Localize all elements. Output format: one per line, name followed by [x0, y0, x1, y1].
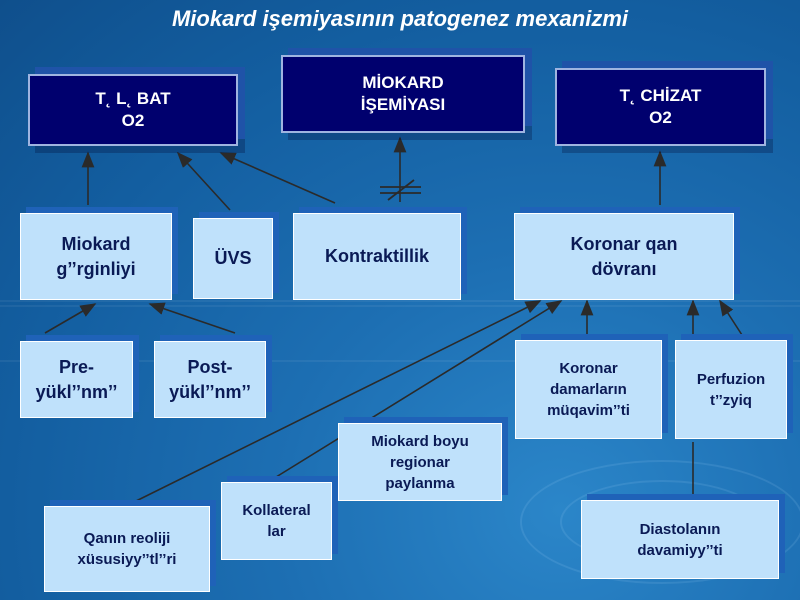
box-myocardial-tension: Miokard g’’rginliyi: [20, 213, 172, 300]
box-myocardial-ischemia-label: MİOKARD İŞEMİYASI: [360, 73, 446, 114]
background-band: [0, 360, 800, 362]
arrow-postload-to-gerginliyi: [148, 302, 236, 334]
arrow-kontraktillik-to-telebat: [219, 152, 336, 204]
arrow-kollateral-to-koronar: [267, 300, 563, 483]
box-preload-label: Pre- yükl’’nm’’: [35, 356, 118, 402]
box-myocardial-ischemia: MİOKARD İŞEMİYASI: [281, 55, 525, 133]
box-contractility-label: Kontraktillik: [324, 246, 430, 266]
box-coronary-resistance-label: Koronar damarların müqavim’’ti: [547, 360, 630, 419]
box-collaterals: Kollateral lar: [221, 482, 332, 560]
box-myocardial-tension-label: Miokard g’’rginliyi: [56, 233, 136, 279]
box-coronary-flow: Koronar qan dövranı: [514, 213, 734, 300]
arrow-perfuzion-to-koronar-2: [719, 299, 743, 336]
box-preload: Pre- yükl’’nm’’: [20, 341, 133, 418]
box-contractility: Kontraktillik: [293, 213, 461, 300]
box-afterload: Post- yükl’’nm’’: [154, 341, 266, 418]
box-heart-rate-label: ÜVS: [214, 248, 252, 268]
arrow-preload-to-gerginliyi: [44, 303, 97, 334]
background-band: [0, 300, 800, 302]
background-band: [0, 305, 800, 307]
box-perfusion-pressure-label: Perfuzion t’’zyiq: [696, 370, 766, 409]
box-regional-distribution: Miokard boyu regionar paylanma: [338, 423, 502, 501]
box-blood-rheology: Qanın reoliji xüsusiyy’’tl’’ri: [44, 506, 210, 592]
water-ripple: [520, 460, 800, 584]
box-perfusion-pressure: Perfuzion t’’zyiq: [675, 340, 787, 439]
box-afterload-label: Post- yükl’’nm’’: [169, 356, 251, 402]
box-heart-rate: ÜVS: [193, 218, 273, 299]
box-oxygen-demand-label: T˛ L˛ BAT O2: [95, 89, 171, 130]
box-diastole-duration: Diastolanın davamiyy’’ti: [581, 500, 779, 579]
arrow-uvs-to-telebat: [176, 151, 231, 211]
box-diastole-duration-label: Diastolanın davamiyy’’ti: [637, 520, 723, 559]
box-coronary-flow-label: Koronar qan dövranı: [570, 233, 678, 279]
box-oxygen-supply-label: T˛ CHİZAT O2: [619, 86, 702, 127]
box-collaterals-label: Kollateral lar: [242, 502, 311, 540]
box-coronary-resistance: Koronar damarların müqavim’’ti: [515, 340, 662, 439]
box-blood-rheology-label: Qanın reoliji xüsusiyy’’tl’’ri: [77, 530, 177, 568]
page-title: Miokard işemiyasının patogenez mexanizmi: [171, 6, 629, 31]
arrow-reoloji-to-koronar: [127, 300, 542, 506]
box-regional-distribution-label: Miokard boyu regionar paylanma: [371, 432, 469, 492]
box-oxygen-demand: T˛ L˛ BAT O2: [28, 74, 238, 146]
double-bar-symbol: [380, 179, 421, 201]
box-oxygen-supply: T˛ CHİZAT O2: [555, 68, 766, 146]
